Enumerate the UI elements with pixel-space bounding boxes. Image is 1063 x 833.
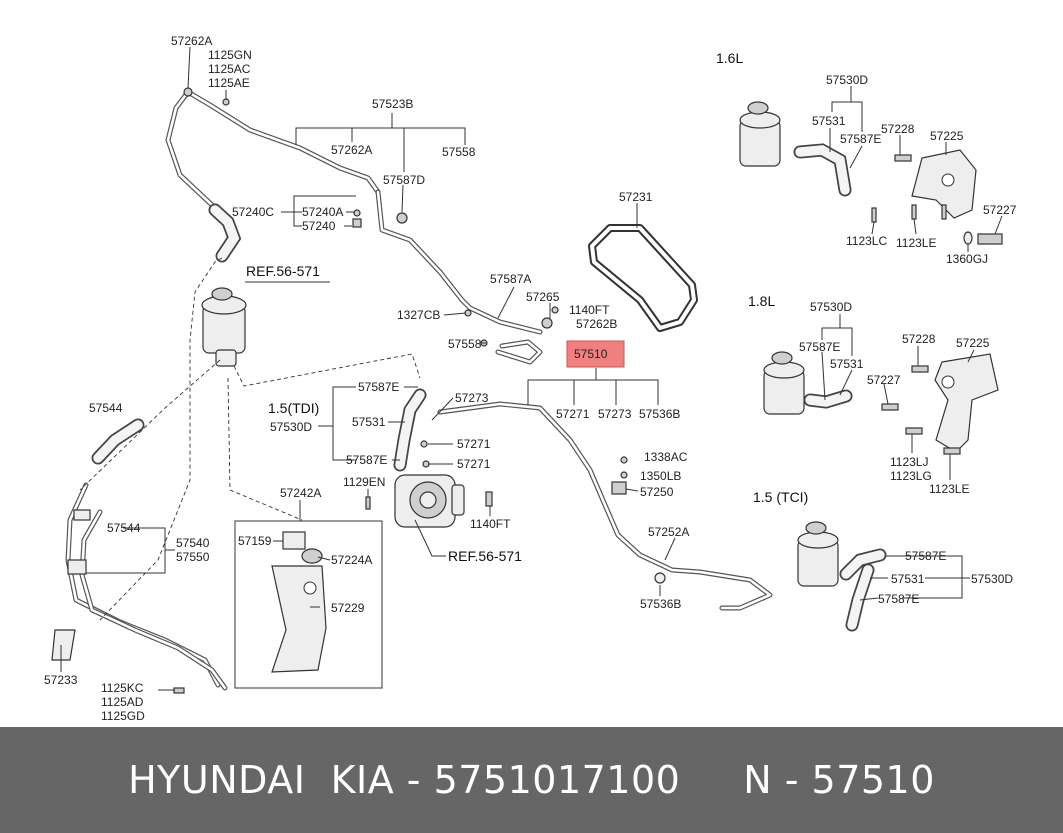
label-1129en: 1129EN <box>343 475 385 489</box>
assembly-1-8l <box>763 351 999 455</box>
reservoir-tdi <box>201 287 247 367</box>
label-57587a: 57587A <box>490 272 531 286</box>
bracket-box-57242a <box>234 520 383 689</box>
label-1125ad: 1125AD <box>101 695 144 709</box>
label-57523b: 57523B <box>372 97 413 111</box>
label-1125ae: 1125AE <box>208 76 250 90</box>
leader-lines-main <box>60 46 676 691</box>
label-1123lc: 1123LC <box>846 234 887 248</box>
label-57550: 57550 <box>176 550 210 564</box>
hose-57544-upper <box>91 418 145 465</box>
label-57530d-18: 57530D <box>810 300 852 314</box>
part-labels: 57262A 1125GN 1125AC 1125AE 57523B 57262… <box>44 34 1017 723</box>
label-57530d-tci: 57530D <box>971 572 1013 586</box>
label-57544-a: 57544 <box>89 401 123 415</box>
belt-57231 <box>588 224 698 332</box>
label-1125ac: 1125AC <box>208 62 251 76</box>
label-57587e-16: 57587E <box>840 132 881 146</box>
label-57233: 57233 <box>44 673 78 687</box>
label-57262a-mid: 57262A <box>331 143 372 157</box>
parts-diagram: 57262A 1125GN 1125AC 1125AE 57523B 57262… <box>44 34 1017 723</box>
label-57240a: 57240A <box>302 205 343 219</box>
label-57240: 57240 <box>302 219 336 233</box>
label-57531-16: 57531 <box>812 114 846 128</box>
label-1140ft-top: 1140FT <box>569 303 610 317</box>
label-1360gj: 1360GJ <box>946 252 988 266</box>
label-57242a: 57242A <box>280 486 321 500</box>
banner-text: HYUNDAI KIA - 5751017100 N - 57510 <box>128 758 935 802</box>
label-57531-18: 57531 <box>830 357 864 371</box>
label-1123lg: 1123LG <box>890 469 932 483</box>
small-clips <box>51 87 666 694</box>
label-ref-bot: REF.56-571 <box>448 548 522 564</box>
label-57540: 57540 <box>176 536 210 550</box>
label-57587e-tci-bot: 57587E <box>878 592 919 606</box>
label-57530d-16: 57530D <box>826 73 868 87</box>
label-57224a: 57224A <box>331 553 372 567</box>
label-57271-c: 57271 <box>457 457 491 471</box>
label-57265: 57265 <box>526 290 560 304</box>
label-57262b: 57262B <box>576 317 617 331</box>
label-57587e-18: 57587E <box>799 340 840 354</box>
cooler-pipe-line <box>65 482 228 691</box>
label-57273-a: 57273 <box>598 407 632 421</box>
label-57252a: 57252A <box>648 525 689 539</box>
label-57587d: 57587D <box>383 173 425 187</box>
label-1123le-16: 1123LE <box>896 236 936 250</box>
suction-hose-tdi <box>393 388 427 472</box>
label-1123lj: 1123LJ <box>890 455 928 469</box>
label-1327cb: 1327CB <box>397 308 440 322</box>
label-1-5-tdi: 1.5(TDI) <box>268 400 319 416</box>
label-1338ac: 1338AC <box>644 450 688 464</box>
label-57229: 57229 <box>331 601 365 615</box>
hose-57240c <box>208 203 242 263</box>
label-57231: 57231 <box>619 190 653 204</box>
label-1-6l: 1.6L <box>716 50 743 66</box>
assembly-1-6l <box>739 101 1003 245</box>
label-57536b-b: 57536B <box>640 597 681 611</box>
label-57531-tdi: 57531 <box>352 415 386 429</box>
label-57510: 57510 <box>574 347 608 361</box>
part-number-banner: HYUNDAI KIA - 5751017100 N - 57510 <box>0 727 1063 833</box>
pressure-hose-57510 <box>437 401 773 611</box>
reference-dashed-lines <box>79 257 421 621</box>
power-steering-pump <box>394 474 465 528</box>
label-57225-18: 57225 <box>956 336 990 350</box>
label-1125gd: 1125GD <box>101 709 145 723</box>
label-57587e-tdi-top: 57587E <box>358 380 399 394</box>
label-57544-b: 57544 <box>107 521 141 535</box>
assembly-1-5-tci <box>797 521 887 632</box>
label-ref-top: REF.56-571 <box>246 263 320 279</box>
label-57558-top: 57558 <box>442 145 476 159</box>
label-57558-bot: 57558 <box>448 337 482 351</box>
label-57250: 57250 <box>640 485 674 499</box>
label-1-5-tci: 1.5 (TCI) <box>753 489 808 505</box>
label-57227-18: 57227 <box>867 373 901 387</box>
label-57536b-a: 57536B <box>639 407 680 421</box>
label-57159: 57159 <box>238 534 272 548</box>
label-1125gn: 1125GN <box>208 48 252 62</box>
leader-lines-1-5-tci <box>859 555 970 601</box>
label-1-8l: 1.8L <box>748 293 775 309</box>
label-1140ft-bot: 1140FT <box>470 517 511 531</box>
label-57587e-tdi-bot: 57587E <box>346 453 387 467</box>
leader-lines-1-8l <box>821 314 975 480</box>
label-57273-b: 57273 <box>455 391 489 405</box>
label-1350lb: 1350LB <box>640 469 681 483</box>
leader-lines-1-6l <box>829 86 1003 252</box>
label-57240c: 57240C <box>232 205 274 219</box>
label-1125kc: 1125KC <box>101 681 144 695</box>
label-57531-tci: 57531 <box>891 572 925 586</box>
label-57262a-top: 57262A <box>171 34 212 48</box>
label-57228-16: 57228 <box>881 122 915 136</box>
label-1123le-18: 1123LE <box>929 482 969 496</box>
label-57225-16: 57225 <box>930 129 964 143</box>
label-57587e-tci-top: 57587E <box>905 549 946 563</box>
label-57271-a: 57271 <box>556 407 590 421</box>
highlight-57510 <box>566 340 625 368</box>
label-57228-18: 57228 <box>902 332 936 346</box>
label-57227-16: 57227 <box>983 203 1017 217</box>
label-57530d-tdi: 57530D <box>270 420 312 434</box>
label-57271-b: 57271 <box>457 437 491 451</box>
